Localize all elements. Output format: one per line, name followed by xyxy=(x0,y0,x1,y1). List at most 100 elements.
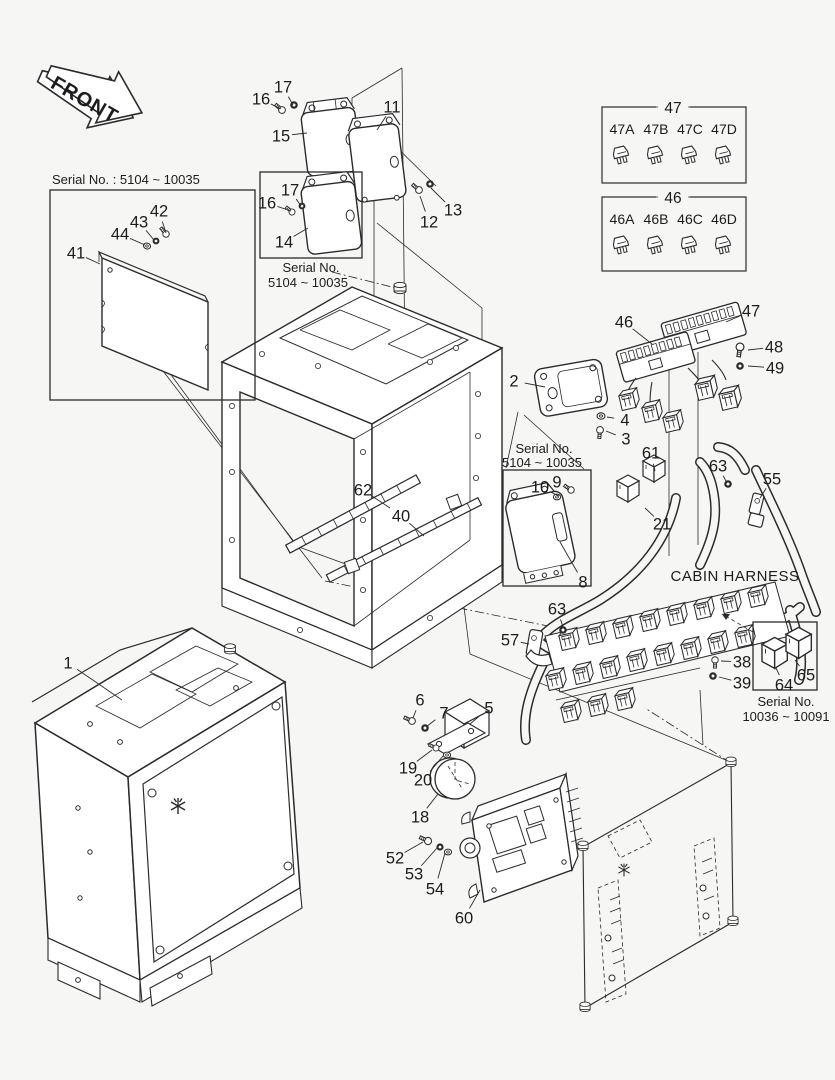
callout-60-39: 60 xyxy=(455,910,473,928)
callout-64-44: 64 xyxy=(775,677,793,695)
callout-39-24: 39 xyxy=(733,675,751,693)
leader-line-14-13 xyxy=(293,227,309,237)
leader-line-54-36 xyxy=(437,852,446,879)
callout-3-2: 3 xyxy=(621,431,630,449)
leader-line-19-20 xyxy=(416,749,433,762)
leader-line-11-10 xyxy=(376,115,387,131)
callout-47-31: 47 xyxy=(742,303,760,321)
legend-47A: 47A xyxy=(610,121,636,137)
legend-47D: 47D xyxy=(711,121,737,137)
callout-55-37: 55 xyxy=(763,471,781,489)
legend-46-label: 46 xyxy=(664,190,681,207)
callout-65-45: 65 xyxy=(797,667,815,685)
leader-line-16-17 xyxy=(277,206,292,212)
serial-caption-6465-2: 10036 ~ 10091 xyxy=(742,709,829,724)
callout-17-18: 17 xyxy=(281,182,299,200)
leader-line-57-38 xyxy=(520,641,530,645)
cabin-harness-label: CABIN HARNESS xyxy=(670,568,799,585)
leader-line-15-14 xyxy=(291,132,308,136)
modules-top: Serial No. 5104 ~ 10035 xyxy=(259,96,434,290)
leader-line-17-18 xyxy=(295,198,302,207)
leader-line-17-16 xyxy=(287,96,294,106)
callout-14-13: 14 xyxy=(275,234,293,252)
rail-40 xyxy=(325,496,483,583)
callout-63-43: 63 xyxy=(548,601,566,619)
callout-21-22: 21 xyxy=(653,516,671,534)
callout-19-20: 19 xyxy=(399,760,417,778)
callout-48-32: 48 xyxy=(765,339,783,357)
buzzer-18 xyxy=(429,757,476,800)
leader-line-42-27 xyxy=(161,221,167,234)
leader-line-1-0 xyxy=(76,668,123,701)
legend-46B: 46B xyxy=(644,211,669,227)
callout-8-7: 8 xyxy=(578,574,587,592)
leader-line-12-11 xyxy=(419,195,426,212)
legend-46A: 46A xyxy=(610,211,636,227)
callout-43-28: 43 xyxy=(130,214,148,232)
leader-line-48-32 xyxy=(747,347,764,351)
leader-line-62-41 xyxy=(371,495,391,509)
leader-line-16-15 xyxy=(270,103,282,110)
fuse-block-46 xyxy=(615,331,696,383)
serial-caption-module8-2: 5104 ~ 10035 xyxy=(502,455,582,470)
leader-line-65-45 xyxy=(794,659,800,667)
serial-caption-6465-1: Serial No. xyxy=(757,694,814,709)
callout-61-40: 61 xyxy=(642,445,660,463)
detail-box-module-8: Serial No. 5104 ~ 10035 xyxy=(502,441,592,587)
callout-54-36: 54 xyxy=(426,881,444,899)
callout-2-1: 2 xyxy=(509,373,518,391)
serial-caption-module14-2: 5104 ~ 10035 xyxy=(268,275,348,290)
callout-57-38: 57 xyxy=(501,632,519,650)
leader-line-64-44 xyxy=(775,667,780,676)
serial-caption-plate41: Serial No. : 5104 ~ 10035 xyxy=(52,172,200,187)
callout-20-21: 20 xyxy=(414,772,432,790)
callout-41-26: 41 xyxy=(67,245,85,263)
leader-line-41-26 xyxy=(85,257,101,265)
leader-line-8-7 xyxy=(559,541,578,573)
callout-leader-lines xyxy=(76,96,800,909)
leader-line-6-5 xyxy=(412,710,417,719)
leader-line-46-30 xyxy=(632,328,653,345)
leader-line-47-31 xyxy=(725,315,742,323)
leader-line-40-25 xyxy=(409,522,425,537)
leader-line-39-24 xyxy=(718,676,732,681)
leader-line-63-43 xyxy=(560,619,564,628)
enclosure-part-1 xyxy=(31,627,303,1007)
callout-18-19: 18 xyxy=(411,809,429,827)
callout-10-9: 10 xyxy=(531,479,549,497)
callout-49-33: 49 xyxy=(766,360,784,378)
callout-6-5: 6 xyxy=(415,692,424,710)
rear-panel xyxy=(577,756,739,1013)
legend-46D: 46D xyxy=(711,211,737,227)
callout-1-0: 1 xyxy=(63,655,72,673)
callout-62-41: 62 xyxy=(354,482,372,500)
leader-line-2-1 xyxy=(524,382,546,388)
leader-line-53-35 xyxy=(420,847,438,867)
fuse-legend-46: 46 46A 46B 46C 46D xyxy=(601,189,747,272)
leader-line-18-19 xyxy=(426,793,439,809)
callout-5-4: 5 xyxy=(484,700,493,718)
main-enclosure-box xyxy=(220,281,504,670)
callout-52-34: 52 xyxy=(386,850,404,868)
leader-line-13-12 xyxy=(430,187,446,203)
leader-line-9-8 xyxy=(565,487,570,491)
callout-16-17: 16 xyxy=(258,195,276,213)
fuse-legend-47: 47 47A 47B 47C 47D xyxy=(601,99,747,184)
legend-46C: 46C xyxy=(677,211,703,227)
leader-line-3-2 xyxy=(605,430,616,436)
callout-44-29: 44 xyxy=(111,226,129,244)
detail-box-plate-41: Serial No. : 5104 ~ 10035 xyxy=(49,172,256,401)
callout-9-8: 9 xyxy=(552,474,561,492)
callout-12-11: 12 xyxy=(420,214,438,232)
leader-line-61-40 xyxy=(652,463,656,472)
callout-53-35: 53 xyxy=(405,866,423,884)
leader-line-7-6 xyxy=(425,719,436,728)
leader-line-21-22 xyxy=(644,507,655,517)
callout-15-14: 15 xyxy=(272,128,290,146)
callout-46-30: 46 xyxy=(615,314,633,332)
leader-line-20-21 xyxy=(429,755,444,772)
callout-63-42: 63 xyxy=(709,458,727,476)
leader-line-10-9 xyxy=(549,491,560,497)
callout-40-25: 40 xyxy=(392,508,410,526)
